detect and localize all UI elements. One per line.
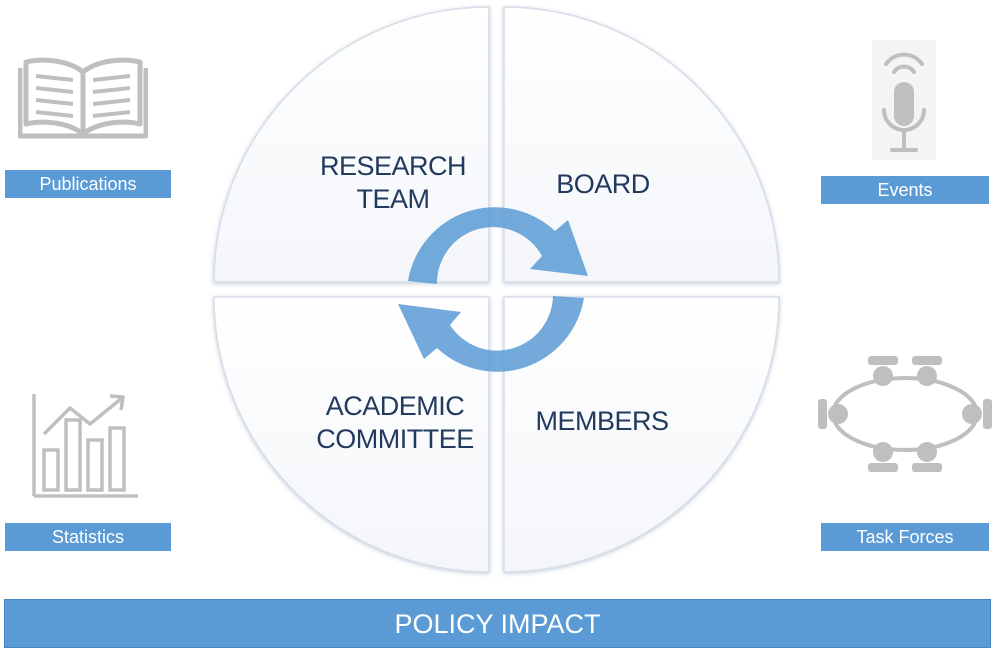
quadrant-label-research-team: RESEARCH TEAM [318, 150, 468, 216]
quadrant-board [503, 6, 780, 283]
events-label: Events [821, 176, 989, 204]
policy-impact-banner: POLICY IMPACT [4, 599, 991, 648]
quadrant-label-line: RESEARCH [319, 151, 467, 181]
task-forces-label: Task Forces [821, 523, 989, 551]
quadrant-label-board: BOARD [556, 169, 650, 199]
publications-label: Publications [5, 170, 171, 198]
quadrant-label-line: ACADEMIC [325, 391, 465, 421]
quadrant-academic-committee [213, 296, 490, 573]
bar-chart-icon [32, 394, 138, 498]
meeting-table-icon [818, 356, 992, 472]
microphone-icon [872, 40, 936, 160]
quadrant-label-line: TEAM [356, 184, 430, 214]
quadrant-members [503, 296, 780, 573]
cycle-arrows [398, 207, 588, 372]
quadrant-label-line: COMMITTEE [316, 424, 474, 454]
quadrant-diagram [213, 6, 780, 573]
statistics-label: Statistics [5, 523, 171, 551]
quadrant-label-academic-committee: ACADEMIC COMMITTEE [300, 390, 490, 456]
quadrant-research-team [213, 6, 490, 283]
cycle-arrow-bottom [398, 296, 584, 372]
cycle-arrow-top [408, 207, 588, 284]
open-book-icon [18, 57, 148, 139]
quadrant-label-members: MEMBERS [535, 406, 669, 436]
